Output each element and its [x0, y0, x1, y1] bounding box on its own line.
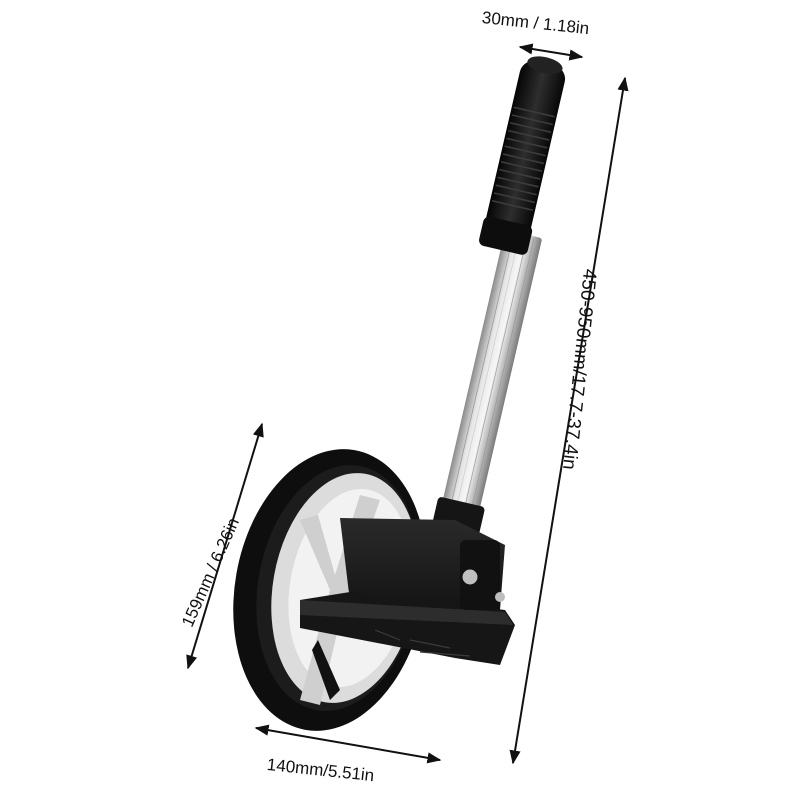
shaft: [429, 230, 542, 548]
arrow-width: [254, 724, 442, 764]
arrow-handle-diameter: [518, 43, 584, 61]
arrow-wheel-diameter: [186, 422, 264, 670]
arrow-height: [509, 76, 629, 765]
counter-body: [300, 518, 515, 665]
reset-knob: [459, 566, 481, 588]
handle-grip: [479, 56, 566, 255]
dimension-arrows: [186, 43, 629, 765]
